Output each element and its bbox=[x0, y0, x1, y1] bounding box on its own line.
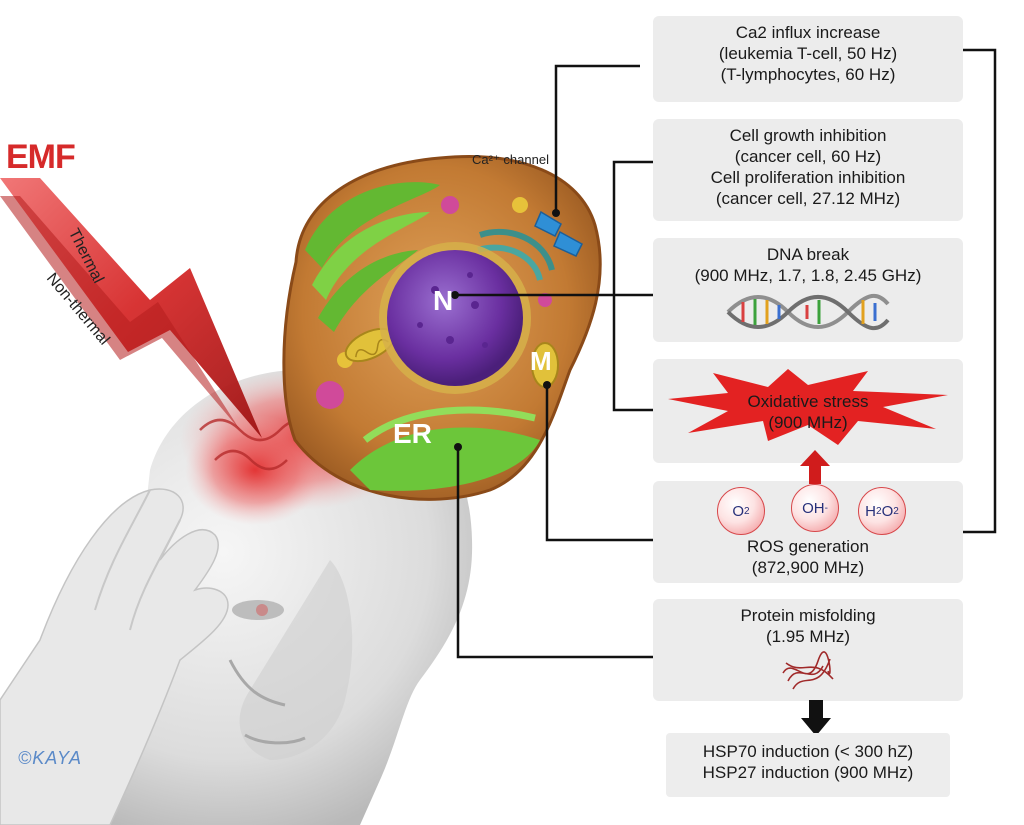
oxidative-stress-burst-icon bbox=[668, 369, 948, 445]
effect-line: Cell growth inhibition bbox=[729, 126, 887, 145]
dna-helix-icon bbox=[726, 293, 890, 331]
effect-line: (900 MHz, 1.7, 1.8, 2.45 GHz) bbox=[694, 266, 922, 285]
connector-lines bbox=[455, 48, 997, 659]
effect-line: ROS generation bbox=[747, 537, 869, 556]
effect-line: (900 MHz) bbox=[768, 413, 848, 432]
molecule-symbol: O bbox=[881, 502, 894, 520]
effect-oxidative-stress: Oxidative stress (900 MHz) bbox=[653, 391, 963, 433]
mitochondria-label: M bbox=[530, 346, 552, 376]
effect-calcium-influx: Ca2 influx increase (leukemia T-cell, 50… bbox=[653, 16, 963, 102]
misfolded-protein-icon bbox=[782, 651, 834, 690]
copyright-mark: ©KAYA bbox=[18, 748, 82, 768]
hydroxyl-molecule: OH- bbox=[791, 484, 839, 532]
ros-to-stress-arrow-icon bbox=[800, 450, 830, 484]
effect-line: (872,900 MHz) bbox=[751, 558, 865, 577]
effect-protein-misfolding: Protein misfolding (1.95 MHz) bbox=[653, 599, 963, 701]
calcium-channel-icon bbox=[534, 210, 583, 257]
nucleus-label: N bbox=[433, 285, 454, 316]
molecule-subscript: 2 bbox=[876, 505, 882, 517]
effect-line: (cancer cell, 60 Hz) bbox=[734, 147, 882, 166]
molecule-symbol: OH bbox=[802, 499, 825, 517]
molecule-symbol: O bbox=[732, 502, 745, 520]
effect-line: (T-lymphocytes, 60 Hz) bbox=[720, 65, 896, 84]
effect-line: Cell proliferation inhibition bbox=[710, 168, 906, 187]
effect-cell-growth-inhibition: Cell growth inhibition (cancer cell, 60 … bbox=[653, 119, 963, 221]
cell-illustration bbox=[282, 155, 602, 501]
effect-line: DNA break bbox=[766, 245, 850, 264]
effect-line: HSP70 induction (< 300 hZ) bbox=[702, 742, 914, 761]
molecule-subscript: 2 bbox=[893, 505, 899, 517]
effect-hsp-induction: HSP70 induction (< 300 hZ) HSP27 inducti… bbox=[666, 733, 950, 797]
molecule-subscript: 2 bbox=[744, 505, 750, 517]
effect-line: Oxidative stress bbox=[747, 392, 869, 411]
molecule-superscript: - bbox=[824, 502, 828, 514]
emf-label: EMF bbox=[6, 138, 76, 176]
er-label: ER bbox=[393, 418, 432, 449]
molecule-symbol: H bbox=[865, 502, 877, 520]
effect-dna-break: DNA break (900 MHz, 1.7, 1.8, 2.45 GHz) bbox=[653, 238, 963, 342]
effect-line: HSP27 induction (900 MHz) bbox=[702, 763, 914, 782]
emf-bolt bbox=[0, 178, 262, 438]
effect-line: (leukemia T-cell, 50 Hz) bbox=[718, 44, 898, 63]
effect-line: Protein misfolding bbox=[740, 606, 876, 625]
down-arrow-icon bbox=[801, 700, 831, 736]
effect-line: (1.95 MHz) bbox=[765, 627, 851, 646]
effect-line: Ca2 influx increase bbox=[735, 23, 881, 42]
effect-line: (cancer cell, 27.12 MHz) bbox=[715, 189, 901, 208]
ca-channel-label: Ca²⁺ channel bbox=[472, 152, 549, 167]
